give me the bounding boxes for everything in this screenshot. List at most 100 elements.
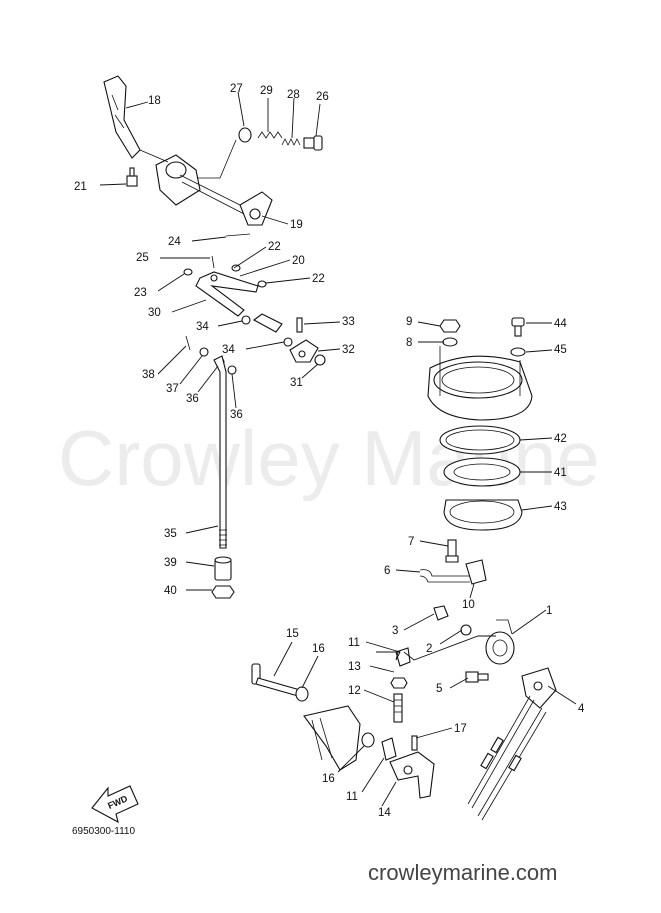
callout-31: 31 (290, 377, 303, 389)
washer-34b (283, 337, 293, 347)
footer-url: crowleymarine.com (368, 860, 558, 885)
callout-14: 14 (378, 807, 391, 819)
bracket-4 (521, 667, 557, 709)
joint-11a (395, 647, 411, 667)
callout-42: 42 (554, 433, 567, 445)
callout-39: 39 (164, 557, 177, 569)
callout-10: 10 (462, 599, 475, 611)
nut-9 (439, 319, 461, 333)
callout-29: 29 (260, 85, 273, 97)
watermark-text: Crowley Marine (58, 414, 600, 502)
gasket-43 (443, 499, 523, 531)
bolt-5 (465, 671, 489, 683)
pin-38 (185, 335, 191, 351)
washer-2 (460, 624, 472, 636)
callout-15: 15 (286, 628, 299, 640)
shift-lever-18 (103, 75, 141, 159)
callout-11a: 11 (348, 637, 360, 649)
lever-14 (389, 751, 435, 799)
link-rod-30 (195, 271, 259, 317)
callout-18: 18 (148, 95, 161, 107)
bracket-10 (465, 559, 487, 585)
bracket-32 (289, 339, 319, 363)
gasket-42 (439, 425, 521, 455)
callout-37: 37 (166, 383, 179, 395)
callout-44: 44 (554, 318, 567, 330)
callout-38: 38 (142, 369, 155, 381)
callout-17: 17 (454, 723, 467, 735)
callout-16b: 16 (322, 773, 335, 785)
leader-lines (99, 91, 577, 807)
sleeve-39 (214, 556, 232, 581)
callout-45: 45 (554, 344, 567, 356)
bolt-21 (126, 167, 138, 187)
washer-34a (241, 315, 251, 325)
callout-43: 43 (554, 501, 567, 513)
plunger-27 (238, 127, 252, 143)
callout-7: 7 (408, 536, 414, 548)
bolt-7 (445, 539, 459, 563)
nut-40 (211, 585, 235, 599)
grommet-16a (295, 686, 309, 702)
callout-6: 6 (384, 565, 390, 577)
joint-11b (381, 737, 397, 761)
callout-5: 5 (436, 683, 442, 695)
pin-17 (411, 735, 418, 751)
nut-31 (314, 354, 326, 366)
fwd-arrow-icon: FWD (91, 785, 139, 824)
bolt-3 (433, 605, 449, 621)
callout-23: 23 (134, 287, 147, 299)
callout-36a: 36 (186, 393, 199, 405)
bolt-15 (251, 663, 301, 697)
callout-20: 20 (292, 255, 305, 267)
callout-33: 33 (342, 316, 355, 328)
lower-bracket (303, 705, 361, 771)
housing (427, 346, 533, 421)
nut-13 (390, 677, 408, 689)
callout-35: 35 (164, 528, 177, 540)
pin-24 (225, 233, 251, 237)
callout-8: 8 (406, 337, 412, 349)
callout-27: 27 (230, 83, 243, 95)
callout-36b: 36 (230, 409, 243, 421)
pulley-1 (485, 619, 515, 665)
callout-16a: 16 (312, 643, 325, 655)
callout-30: 30 (148, 307, 161, 319)
washer-36b (227, 365, 237, 375)
callout-11b: 11 (346, 791, 358, 803)
screw-44 (511, 317, 525, 337)
rod-35 (213, 355, 227, 549)
callout-32: 32 (342, 344, 355, 356)
callout-4: 4 (578, 703, 585, 715)
clip-25 (211, 255, 215, 269)
callout-22a: 22 (268, 241, 281, 253)
washer-22a (231, 264, 241, 272)
callout-34a: 34 (196, 321, 209, 333)
grommet-16b (361, 732, 375, 748)
callout-9: 9 (406, 316, 412, 328)
spring-29 (257, 131, 283, 139)
callout-34b: 34 (222, 344, 235, 356)
bolt-26 (303, 135, 323, 151)
callout-21: 21 (74, 181, 87, 193)
throttle-cable-a (467, 695, 535, 809)
washer-23 (183, 268, 193, 276)
callout-3: 3 (392, 625, 398, 637)
pipe-6 (419, 565, 480, 583)
throttle-cable-b (477, 707, 547, 821)
callout-12: 12 (348, 685, 361, 697)
collar (252, 313, 283, 333)
pin-33 (296, 317, 303, 333)
washer-22b (257, 280, 267, 288)
callout-40: 40 (164, 585, 177, 597)
callout-1: 1 (546, 605, 552, 617)
washer-37 (199, 347, 209, 357)
callout-25: 25 (136, 252, 149, 264)
callout-28: 28 (287, 89, 300, 101)
callout-26: 26 (316, 91, 329, 103)
callout-41: 41 (554, 467, 567, 479)
plate-41 (443, 457, 521, 487)
washer-45 (510, 347, 526, 357)
diagram-code: 6950300-1110 (72, 826, 135, 837)
